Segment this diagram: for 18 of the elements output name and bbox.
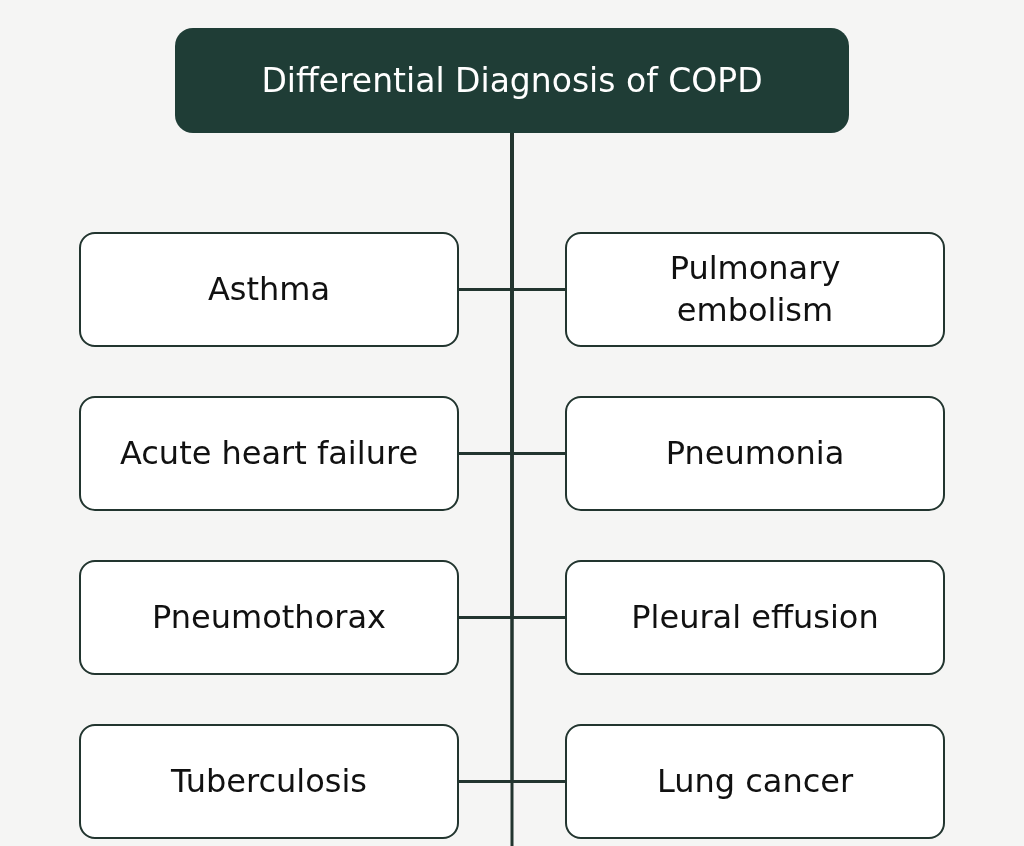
diagnosis-label: Pneumothorax <box>152 596 386 638</box>
diagnosis-box <box>565 724 945 839</box>
diagnosis-box <box>79 560 459 675</box>
title-box <box>175 28 849 133</box>
diagnosis-label: Tuberculosis <box>171 760 367 802</box>
diagnosis-label: Acute heart failure <box>119 432 419 474</box>
diagnosis-box <box>79 396 459 511</box>
diagnosis-label: Asthma <box>207 268 331 310</box>
diagnosis-box <box>79 724 459 839</box>
title-text: Differential Diagnosis of COPD <box>261 61 763 100</box>
diagnosis-label: Lung cancer <box>656 760 854 802</box>
diagnosis-box <box>565 396 945 511</box>
diagnosis-box <box>565 560 945 675</box>
diagnosis-label: Pulmonary embolism <box>668 247 842 331</box>
diagnosis-box <box>565 232 945 347</box>
diagnosis-label: Pneumonia <box>665 432 845 474</box>
diagnosis-box <box>79 232 459 347</box>
diagnosis-label: Pleural effusion <box>631 596 879 638</box>
